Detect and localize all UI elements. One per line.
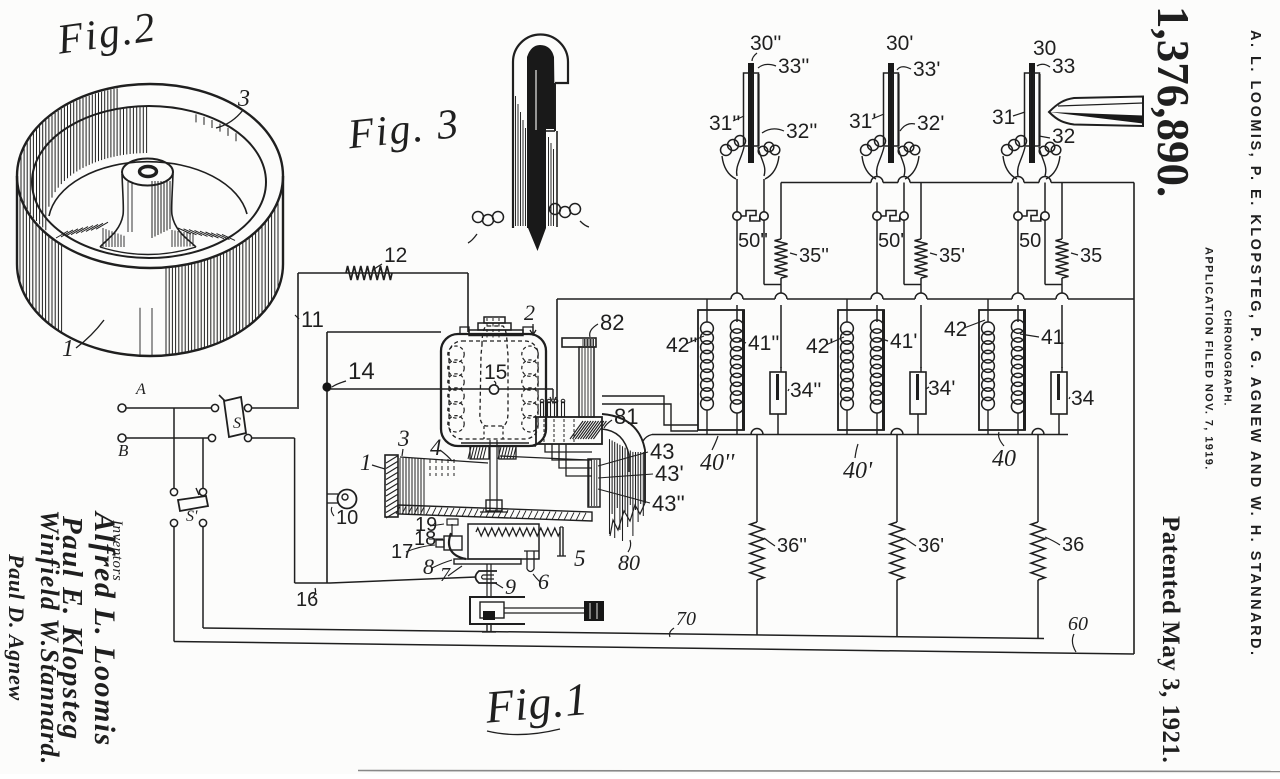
svg-text:14: 14 (348, 358, 375, 385)
svg-text:35': 35' (939, 245, 965, 267)
svg-text:80: 80 (618, 550, 640, 575)
svg-text:33'': 33'' (778, 55, 809, 78)
svg-text:43: 43 (650, 439, 674, 464)
svg-text:43': 43' (655, 461, 684, 486)
svg-text:S: S (233, 415, 241, 432)
svg-text:1,376,890.: 1,376,890. (1148, 6, 1198, 197)
svg-text:S': S' (186, 508, 198, 525)
svg-text:41': 41' (890, 330, 917, 353)
svg-text:Inventors: Inventors (109, 519, 125, 581)
svg-text:Fig.1: Fig.1 (482, 673, 590, 733)
svg-text:1: 1 (62, 336, 74, 362)
svg-text:Paul E. Klopsteg: Paul E. Klopsteg (56, 515, 88, 741)
svg-text:A: A (135, 381, 146, 398)
svg-text:32'': 32'' (786, 120, 817, 143)
svg-text:30': 30' (886, 32, 913, 55)
svg-text:Winfield W.Stannard.: Winfield W.Stannard. (35, 510, 64, 765)
svg-text:15: 15 (484, 361, 507, 384)
svg-text:A. L. LOOMIS, P. E. KLOPSTEG,: A. L. LOOMIS, P. E. KLOPSTEG, P. G. AGNE… (1247, 30, 1263, 658)
svg-text:6: 6 (538, 569, 549, 594)
svg-text:50': 50' (878, 230, 904, 252)
svg-text:2: 2 (524, 300, 535, 325)
svg-text:60: 60 (1068, 613, 1088, 635)
svg-text:10: 10 (336, 507, 358, 529)
svg-text:18: 18 (414, 528, 436, 550)
svg-text:50: 50 (1019, 230, 1041, 252)
svg-text:36'': 36'' (777, 535, 807, 557)
svg-text:9: 9 (505, 574, 516, 599)
svg-text:40': 40' (843, 458, 873, 484)
svg-text:35'': 35'' (799, 245, 829, 267)
svg-text:Alfred L. Loomis: Alfred L. Loomis (88, 510, 121, 747)
svg-text:42'': 42'' (666, 334, 697, 357)
svg-text:33: 33 (1052, 55, 1075, 78)
svg-text:42': 42' (806, 335, 833, 358)
svg-text:36': 36' (918, 535, 944, 557)
svg-text:11: 11 (301, 307, 324, 332)
svg-text:41'': 41'' (748, 332, 779, 355)
svg-text:17: 17 (391, 541, 413, 563)
svg-text:35: 35 (1080, 245, 1102, 267)
svg-text:16: 16 (296, 589, 318, 611)
svg-text:40: 40 (992, 446, 1016, 472)
svg-text:B: B (118, 441, 129, 460)
svg-text:31: 31 (992, 106, 1015, 129)
svg-text:7: 7 (440, 564, 451, 586)
svg-text:8: 8 (423, 554, 434, 579)
svg-text:43'': 43'' (652, 491, 685, 516)
svg-text:32: 32 (1052, 125, 1075, 148)
svg-text:40'': 40'' (700, 450, 735, 476)
svg-text:70: 70 (676, 608, 696, 630)
svg-text:Patented May 3, 1921.: Patented May 3, 1921. (1157, 516, 1184, 763)
svg-text:Paul D. Agnew: Paul D. Agnew (4, 553, 29, 701)
svg-text:3: 3 (237, 86, 250, 112)
svg-text:32': 32' (917, 112, 944, 135)
svg-text:50'': 50'' (738, 230, 768, 252)
svg-text:82: 82 (600, 310, 624, 335)
svg-text:42: 42 (944, 318, 967, 341)
svg-text:12: 12 (384, 244, 407, 267)
svg-text:4: 4 (430, 435, 442, 460)
svg-text:41: 41 (1041, 326, 1064, 349)
svg-text:36: 36 (1062, 534, 1084, 556)
svg-text:31': 31' (849, 110, 876, 133)
svg-text:1: 1 (360, 450, 372, 475)
svg-text:34'': 34'' (790, 379, 821, 402)
svg-text:30'': 30'' (750, 32, 781, 55)
svg-text:19: 19 (415, 514, 437, 536)
svg-text:5: 5 (574, 546, 586, 571)
svg-text:APPLICATION FILED NOV. 7, 1919: APPLICATION FILED NOV. 7, 1919. (1203, 247, 1215, 471)
svg-text:34': 34' (928, 377, 955, 400)
svg-text:CHRONOGRAPH.: CHRONOGRAPH. (1222, 310, 1233, 407)
svg-text:34: 34 (1071, 387, 1095, 410)
svg-text:33': 33' (913, 58, 940, 81)
svg-text:30: 30 (1033, 37, 1056, 60)
svg-text:31'': 31'' (709, 112, 740, 135)
svg-text:3: 3 (397, 426, 410, 451)
